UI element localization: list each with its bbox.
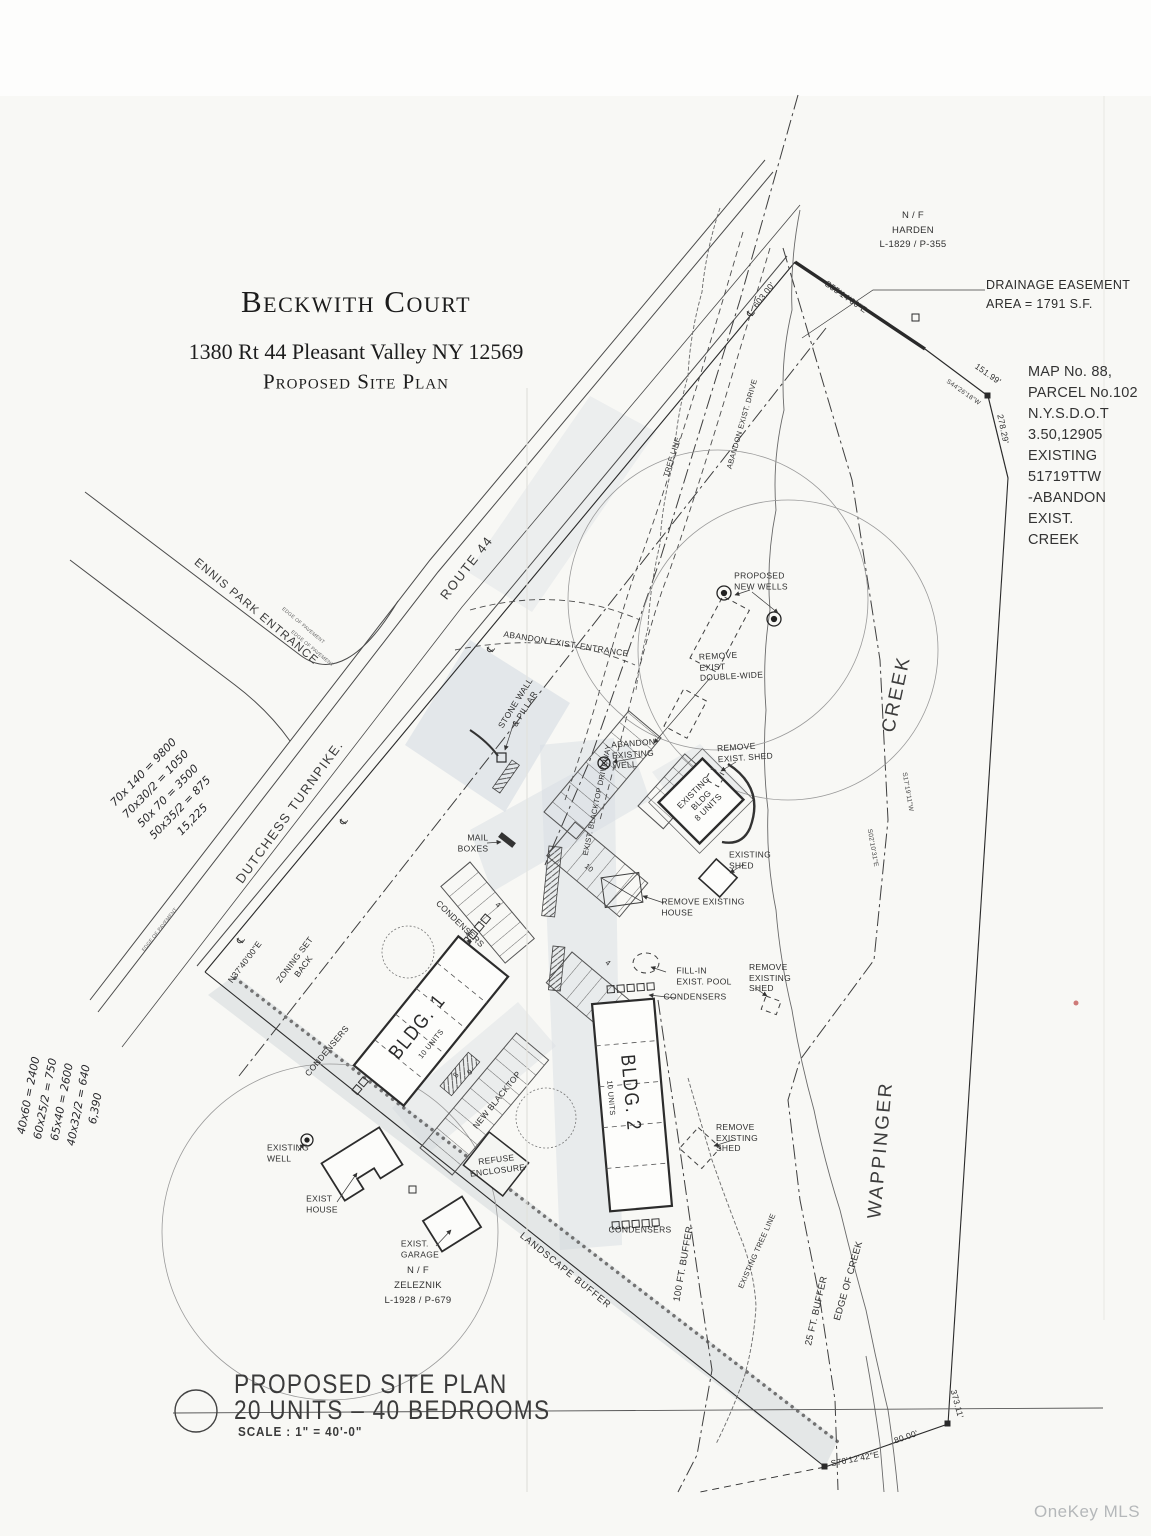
existing-well-label: EXISTING WELL bbox=[266, 1142, 310, 1163]
well-symbols bbox=[300, 585, 782, 1147]
existing-shed-label: EXISTING SHED bbox=[728, 849, 772, 870]
building-2 bbox=[590, 997, 674, 1213]
footer-units: 20 UNITS – 40 BEDROOMS bbox=[234, 1395, 551, 1425]
existing-shed-building bbox=[697, 857, 739, 899]
remove-existing-shed-label: REMOVE EXISTING SHED bbox=[715, 1122, 759, 1154]
plan-address: 1380 Rt 44 Pleasant Valley NY 12569 bbox=[188, 339, 524, 364]
remove-existing-house-label: REMOVE EXISTING HOUSE bbox=[661, 896, 745, 917]
mail-boxes-label: MAIL BOXES bbox=[457, 832, 489, 853]
well-radius-circles bbox=[161, 449, 939, 1401]
landscape-buffer-line bbox=[233, 976, 840, 1444]
property-boundary bbox=[204, 260, 1009, 1493]
proposed-new-wells-label: PROPOSED NEW WELLS bbox=[734, 570, 788, 591]
exist-garage-label: EXIST. GARAGE bbox=[400, 1238, 440, 1259]
plan-title: Beckwith Court bbox=[240, 284, 472, 319]
building-1 bbox=[352, 934, 510, 1108]
condensers-label: CONDENSERS bbox=[608, 1224, 672, 1235]
refuse-enclosure-outline bbox=[462, 1131, 530, 1197]
condensers-label: CONDENSERS bbox=[663, 991, 727, 1002]
misc-symbols bbox=[408, 96, 1105, 1492]
exist-garage-building bbox=[421, 1195, 483, 1253]
exist-house-label: EXIST HOUSE bbox=[306, 1193, 338, 1214]
roads bbox=[69, 159, 801, 1048]
neighbor-zeleznik-note: N / F ZELEZNIK L-1928 / P-679 bbox=[384, 1265, 452, 1307]
map-parcel-note: MAP No. 88, PARCEL No.102 N.Y.S.D.O.T 3.… bbox=[1028, 364, 1138, 549]
scan-margin bbox=[0, 0, 1151, 96]
exist-house-building bbox=[320, 1126, 404, 1202]
plan-subtitle: Proposed Site Plan bbox=[262, 369, 450, 394]
hatched-islands bbox=[439, 759, 566, 1097]
remove-double-wide-label: REMOVE EXIST DOUBLE-WIDE bbox=[698, 649, 764, 683]
handwritten-area-calc-lower: 40x60 = 2400 60x25/2 = 750 65x40 = 2600 … bbox=[14, 1055, 105, 1147]
remove-exist-shed-label: REMOVE EXIST. SHED bbox=[716, 740, 774, 764]
remove-existing-shed-label: REMOVE EXISTING SHED bbox=[748, 962, 792, 994]
footer-rule bbox=[172, 1389, 1104, 1433]
footer-title: PROPOSED SITE PLAN bbox=[234, 1369, 508, 1399]
leader-lines bbox=[297, 289, 985, 1247]
abandon-existing-well-label: ABANDON EXISTING WELL bbox=[610, 736, 656, 771]
fill-in-exist-pool-label: FILL-IN EXIST. POOL bbox=[676, 965, 732, 986]
drainage-easement-note: DRAINAGE EASEMENT AREA = 1791 S.F. bbox=[986, 278, 1131, 311]
creek-and-tree-lines bbox=[635, 207, 899, 1493]
neighbor-harden-note: N / F HARDEN L-1829 / P-355 bbox=[879, 209, 947, 251]
onekey-mls-watermark: OneKey MLS bbox=[1034, 1502, 1141, 1521]
footer-scale: SCALE : 1" = 40'-0" bbox=[238, 1424, 363, 1439]
